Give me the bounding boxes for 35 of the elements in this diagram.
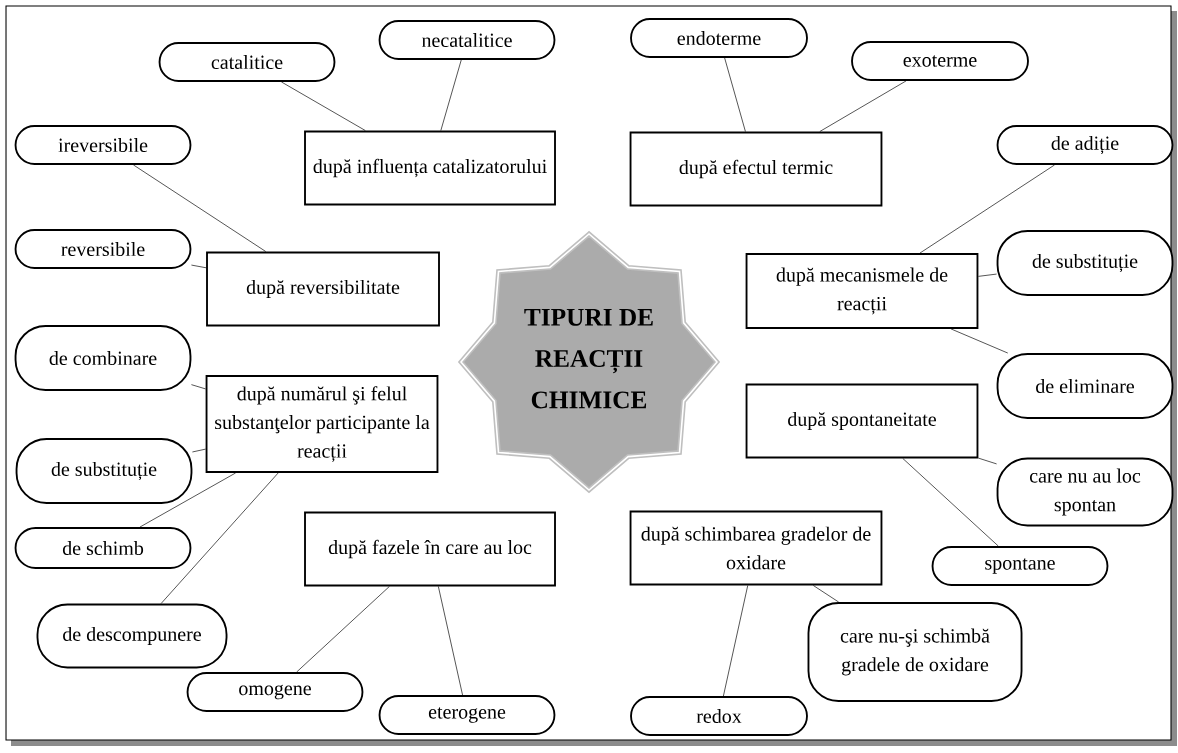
connector-line [978,273,997,277]
connector-line [133,164,267,252]
connector-line [139,472,236,528]
type-oval: de eliminare [996,353,1174,419]
connector-line [440,59,462,131]
connector-line [724,57,746,132]
type-oval: de substituție [996,230,1174,296]
connector-line [919,164,1055,254]
node-label: de substituție [1032,253,1138,273]
category-box: după spontaneitate [745,383,979,459]
type-oval: care nu au loc spontan [996,457,1174,527]
category-box: după fazele în care au loc [304,511,556,587]
node-label: de eliminare [1036,378,1135,394]
category-box: după numărul şi felul substanţelor participante la reacții [205,375,439,473]
connector-line [723,585,749,697]
connector-line [812,585,839,603]
connector-line [191,264,207,269]
connector-line [191,384,206,390]
type-oval: de adiție [996,125,1174,165]
connector-line [296,586,390,673]
category-box: după reversibilitate [206,251,440,327]
category-box: după efectul termic [629,131,883,207]
category-box: după influența catalizatorului [304,130,556,206]
connector-line [281,81,366,131]
connector-line [438,586,463,696]
connector-line [192,448,206,453]
connector-line [902,458,999,547]
node-label: de adiție [1051,135,1119,155]
connector-line [978,457,997,465]
connector-line [160,472,279,604]
connector-line [950,328,1009,354]
node-label: care nu au loc spontan [1029,468,1141,516]
category-box: după schimbarea gradelor de oxidare [629,510,883,586]
connector-line [819,80,907,132]
category-box: după mecanismele de reacții [745,253,979,329]
